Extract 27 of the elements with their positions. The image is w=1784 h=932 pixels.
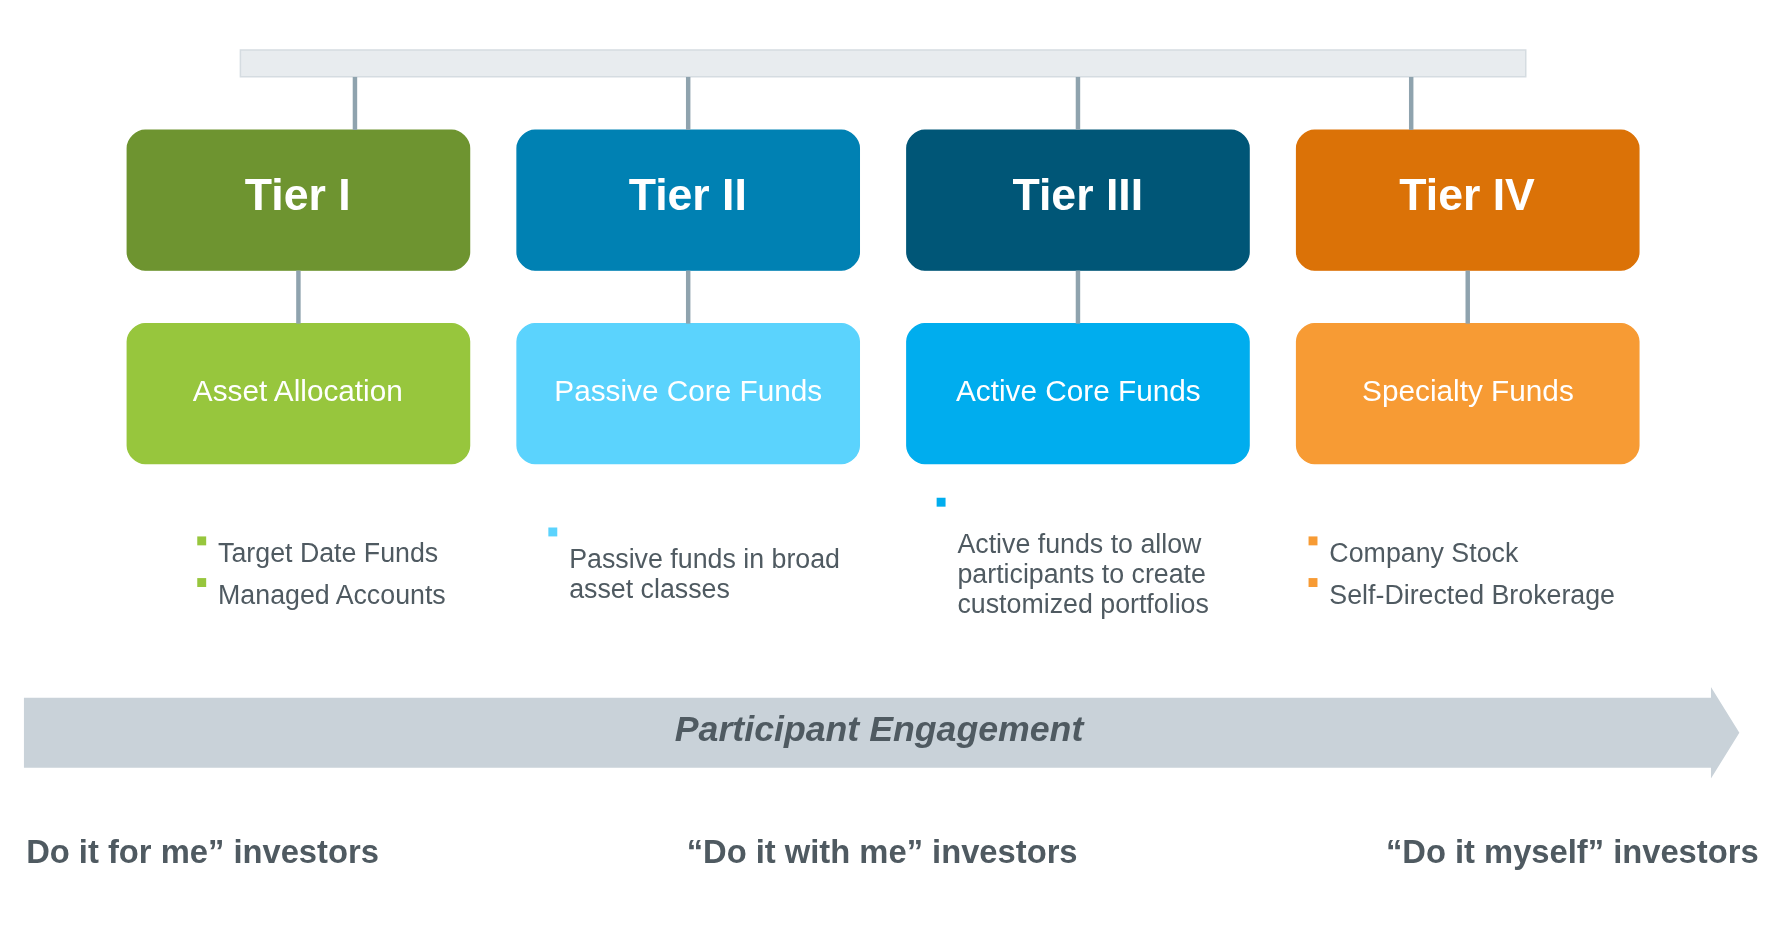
node-box: Tier III <box>906 129 1250 271</box>
node-label: Passive funds in broad asset classes <box>569 543 840 604</box>
label: “Do it myself” investors <box>1385 832 1759 870</box>
node-box: Passive Core Funds <box>516 322 860 464</box>
connector <box>296 270 301 324</box>
node-label: Managed Accounts <box>218 579 446 610</box>
connector <box>1465 270 1470 324</box>
node-box <box>239 48 1527 77</box>
connector <box>1075 76 1081 130</box>
connector <box>352 76 358 130</box>
node-box: Tier I <box>126 129 471 271</box>
label: Participant Engagement <box>674 708 1084 749</box>
connector <box>1408 76 1414 130</box>
node-label: Self-Directed Brokerage <box>1329 579 1616 610</box>
connector <box>685 270 691 324</box>
node-label: Active funds to allow participants to create customized portfolios <box>957 528 1209 619</box>
node-label: Company Stock <box>1329 537 1519 568</box>
connector <box>1075 270 1081 324</box>
connector <box>685 76 691 130</box>
node-box: Tier IV <box>1295 129 1640 271</box>
node-box: Tier II <box>516 129 860 271</box>
node-label: Target Date Funds <box>218 537 439 568</box>
node-box: Specialty Funds <box>1295 322 1640 464</box>
node-box: Active Core Funds <box>906 322 1250 464</box>
label: “Do it with me” investors <box>686 832 1078 870</box>
node-box: Asset Allocation <box>126 322 471 464</box>
label: Do it for me” investors <box>26 832 379 870</box>
